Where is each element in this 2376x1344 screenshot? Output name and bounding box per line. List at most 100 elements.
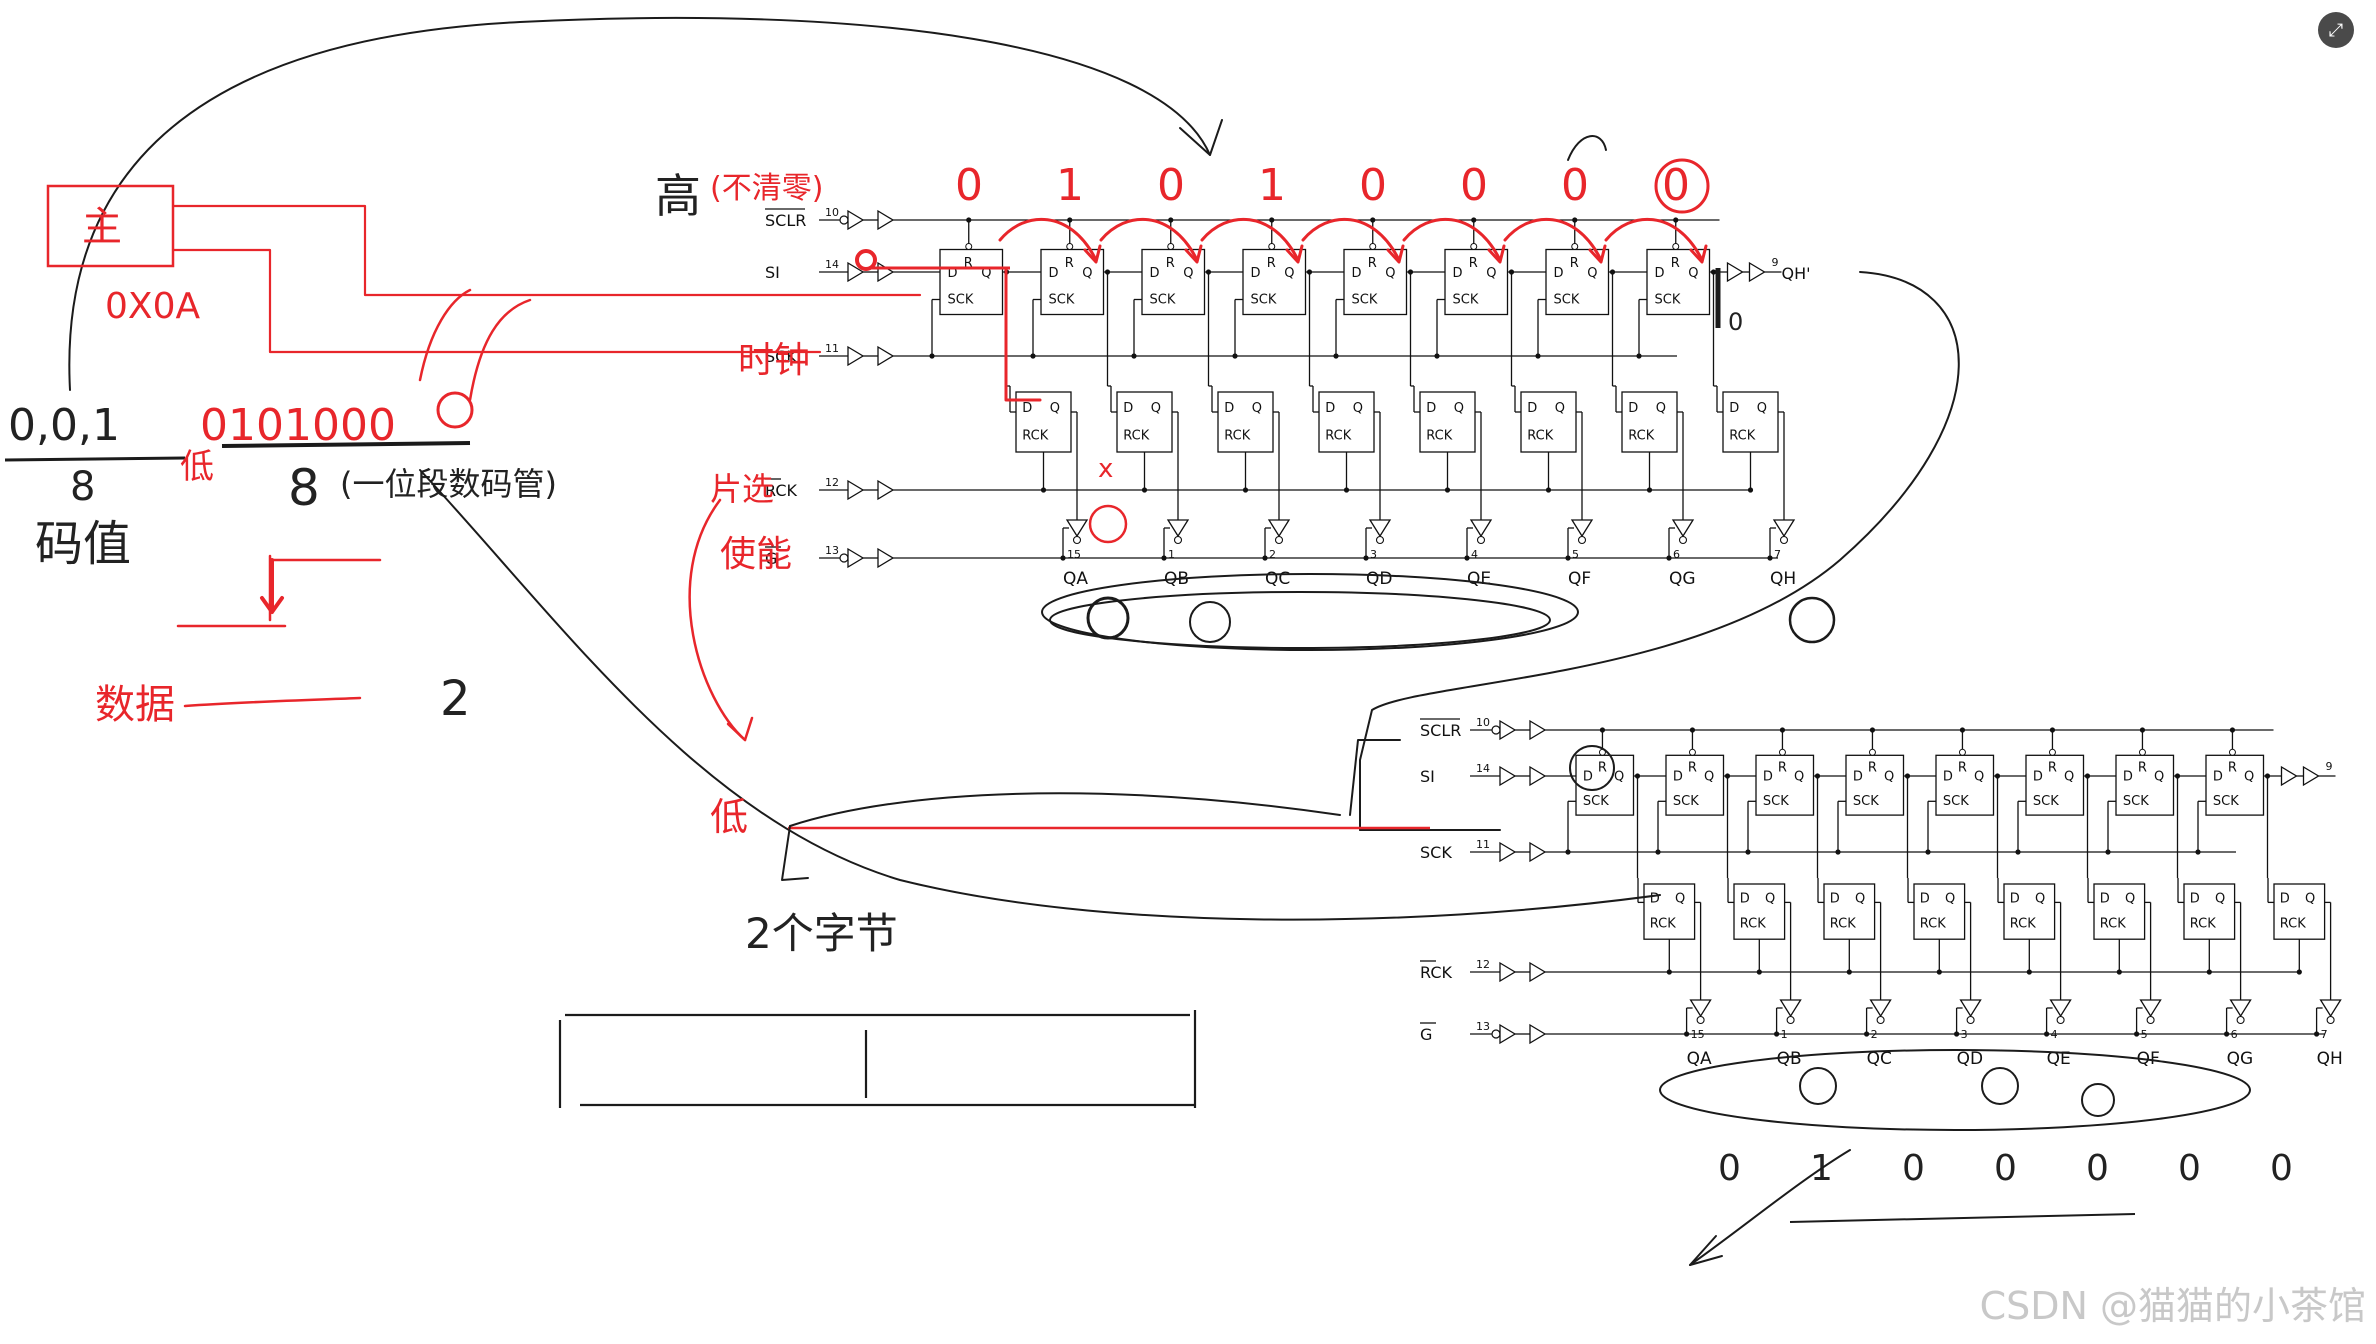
rck-junction xyxy=(1756,969,1762,975)
output-buffer-6 xyxy=(1570,519,1594,538)
annotation-data: 数据 xyxy=(95,682,175,728)
sck-junction xyxy=(2105,849,2111,855)
bottom-bit-0: 0 xyxy=(1718,1148,1741,1189)
storage-q-label: Q xyxy=(1454,401,1464,416)
stage-d-label: D xyxy=(1453,266,1463,281)
stage-q-label: Q xyxy=(1082,266,1092,281)
stage-d-label: D xyxy=(2213,770,2223,785)
low-line xyxy=(221,441,471,448)
output-name-qe: QE xyxy=(2047,1049,2071,1069)
rck-junction xyxy=(1444,487,1451,493)
top-arc-arrowhead xyxy=(1179,119,1223,156)
bus-junction xyxy=(1471,217,1477,223)
rck-junction xyxy=(2116,969,2122,975)
stage-d-label: D xyxy=(1554,266,1564,281)
output-name-qg: QG xyxy=(2227,1049,2254,1069)
storage-rck-label: RCK xyxy=(1830,917,1856,932)
input-buffer-sclr xyxy=(847,209,865,231)
stage-sck-label: SCK xyxy=(948,292,974,307)
storage-stage-1 xyxy=(1643,883,1696,940)
rck-junction xyxy=(1545,487,1552,493)
storage-d-label: D xyxy=(1740,891,1750,906)
stage-q-label: Q xyxy=(1284,266,1294,281)
stage-sck-label: SCK xyxy=(1049,292,1075,307)
rck-junction xyxy=(1846,969,1852,975)
storage-d-label: D xyxy=(1224,401,1234,416)
stage-q-label: Q xyxy=(2154,770,2164,785)
stage-sck-label: SCK xyxy=(1853,794,1879,809)
storage-d-label: D xyxy=(1426,401,1436,416)
bus-junction xyxy=(2229,727,2236,733)
sck-junction xyxy=(1232,353,1238,359)
qh-prime-buffer2 xyxy=(2302,765,2320,787)
stage-sck-label: SCK xyxy=(1943,794,1969,809)
shift-stage-3 xyxy=(1755,754,1815,816)
bus-junction xyxy=(1269,217,1275,223)
pin-number-sclr: 10 xyxy=(1476,716,1490,729)
main-to-si-wire xyxy=(171,204,922,297)
stage-sck-label: SCK xyxy=(1352,292,1378,307)
two-bytes-arrow xyxy=(781,825,809,881)
input-buffer-g xyxy=(847,547,865,569)
shift-arrow-0 xyxy=(998,217,1097,260)
qh-prime-buffer2 xyxy=(1748,261,1766,283)
rck-junction xyxy=(1141,487,1148,493)
pin-number-si: 14 xyxy=(825,258,839,271)
output-buffer-7-bubble xyxy=(1678,535,1688,545)
pin-number-g: 13 xyxy=(1476,1020,1490,1033)
stage-r-label: R xyxy=(2048,760,2057,775)
shift-stage-1 xyxy=(939,248,1004,316)
shift-stage-8 xyxy=(2205,754,2265,816)
bus-junction xyxy=(1673,217,1679,223)
bottom-bit-6: 0 xyxy=(2270,1148,2293,1189)
sck-junction xyxy=(1535,353,1541,359)
output-buffer-4 xyxy=(1959,999,1982,1018)
output-buffer-6-bubble xyxy=(1577,535,1587,545)
sck-junction xyxy=(1131,353,1137,359)
g-junction xyxy=(1954,1031,1960,1037)
output-buffer-2 xyxy=(1166,519,1190,538)
storage-q-label: Q xyxy=(2035,891,2045,906)
annotation-chip-select: 片选 xyxy=(710,470,774,508)
zoom-icon[interactable]: ⤢ xyxy=(2318,12,2354,48)
sck-junction xyxy=(2195,849,2201,855)
shift-arrow-1 xyxy=(1099,217,1198,260)
storage-d-label: D xyxy=(1920,891,1930,906)
pin-number-sck: 11 xyxy=(1476,838,1490,851)
rck-junction xyxy=(1666,969,1672,975)
storage-d-label: D xyxy=(2280,891,2290,906)
output-buffer-2-bubble xyxy=(1173,535,1183,545)
stage-r-label: R xyxy=(1368,256,1377,271)
red-up-arrow-2 xyxy=(468,298,532,402)
rck-junction xyxy=(1040,487,1047,493)
reset-bubble xyxy=(965,243,973,250)
output-pin-number: 1 xyxy=(1781,1028,1788,1041)
stage-r-label: R xyxy=(1688,760,1697,775)
output-buffer-2-bubble xyxy=(1786,1015,1795,1025)
stage-d-label: D xyxy=(1763,770,1773,785)
pin-number-sck: 11 xyxy=(825,342,839,355)
storage-q-label: Q xyxy=(1855,891,1865,906)
bus-junction xyxy=(1168,217,1174,223)
shift-arrowhead-5 xyxy=(1588,244,1607,264)
top-bit-3: 1 xyxy=(1258,160,1286,211)
storage-rck-label: RCK xyxy=(1123,429,1149,444)
stage-q-label: Q xyxy=(1794,770,1804,785)
qa-circle xyxy=(1086,596,1130,640)
chip-select-arrowhead xyxy=(726,716,754,742)
stage-d-label: D xyxy=(1853,770,1863,785)
annotation-clock: 时钟 xyxy=(738,340,810,381)
output-buffer-1 xyxy=(1689,999,1712,1018)
shift-arrowhead-6 xyxy=(1689,244,1708,264)
rck-junction xyxy=(1242,487,1249,493)
shift-stage-4 xyxy=(1845,754,1905,816)
stage-r-label: R xyxy=(1166,256,1175,271)
annotation-two-bytes: 2个字节 xyxy=(745,909,898,958)
annotation-segment-value: 码值 xyxy=(35,516,131,572)
qb-circle xyxy=(1189,601,1231,643)
main-box xyxy=(46,184,175,268)
storage-q-label: Q xyxy=(1765,891,1775,906)
storage-stage-6 xyxy=(1520,391,1577,453)
output-buffer-1-bubble xyxy=(1696,1015,1705,1025)
small-zero: 0 xyxy=(1728,308,1743,336)
